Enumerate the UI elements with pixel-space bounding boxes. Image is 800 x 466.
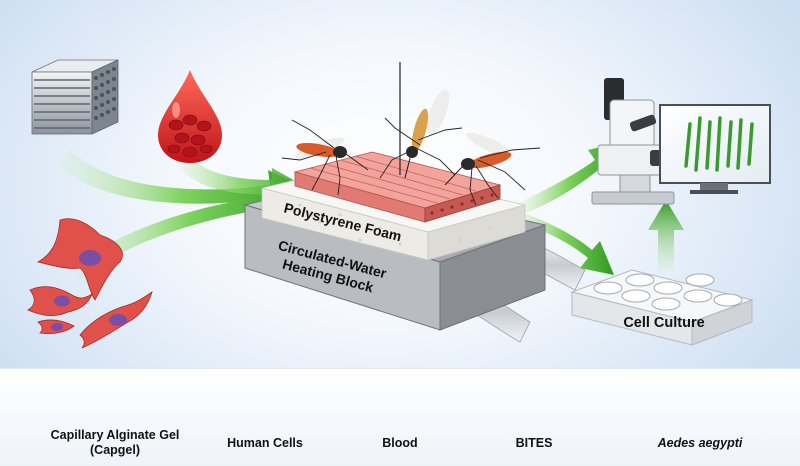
mosquito-center-illustration: [379, 89, 463, 179]
cell-culture-label: Cell Culture: [623, 315, 705, 331]
mosquito-left-illustration: [281, 119, 369, 196]
legend-label-human-cells: Human Cells: [227, 436, 303, 450]
arrow-culture-to-microscope: [648, 200, 684, 270]
blood-drop-illustration: [158, 70, 222, 163]
human-cells-illustration: [27, 218, 153, 349]
cell-culture-plate-illustration: [570, 269, 754, 346]
legend-label-bites: BITES: [515, 436, 553, 450]
arrow-bites-to-microscope: [515, 142, 622, 215]
monitor-illustration: [659, 104, 771, 194]
legend-label-blood: Blood: [382, 436, 418, 450]
legend-label-aedes: Aedes aegypti: [657, 436, 743, 450]
capgel-block-illustration: [31, 59, 119, 135]
microscope-illustration: [591, 78, 675, 205]
mosquito-right-illustration: [444, 132, 541, 206]
legend-panel: [0, 368, 800, 466]
bites-device-illustration: [243, 62, 586, 343]
arrow-capgel-to-bites: [58, 150, 310, 212]
legend-label-capgel: Capillary Alginate Gel (Capgel): [50, 428, 180, 457]
